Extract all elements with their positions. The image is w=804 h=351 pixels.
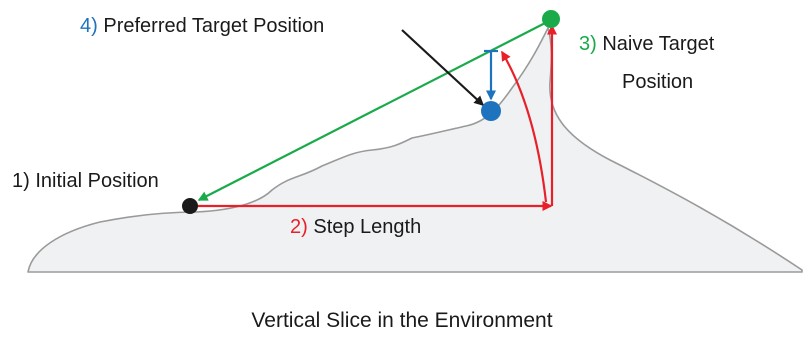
preferred-target-point (481, 101, 501, 121)
naive-target-point (542, 10, 560, 28)
preferred-pointer-arrow (401, 29, 485, 107)
step-number: 2) (290, 216, 308, 238)
terrain-slice (27, 27, 803, 273)
label-initial-position: 1) Initial Position (12, 170, 159, 192)
preferred-number: 4) (80, 15, 98, 37)
rotation-arc-arrow (501, 50, 548, 203)
label-naive-target: 3) Naive Target (579, 33, 715, 55)
label-naive-target-line3: Position (622, 71, 693, 93)
initial-position-point (182, 198, 198, 214)
label-preferred-target: 4) Preferred Target Position (80, 15, 324, 37)
label-step-length: 2) Step Length (290, 216, 421, 238)
figure-caption: Vertical Slice in the Environment (251, 309, 552, 332)
naive-number: 3) (579, 33, 597, 55)
